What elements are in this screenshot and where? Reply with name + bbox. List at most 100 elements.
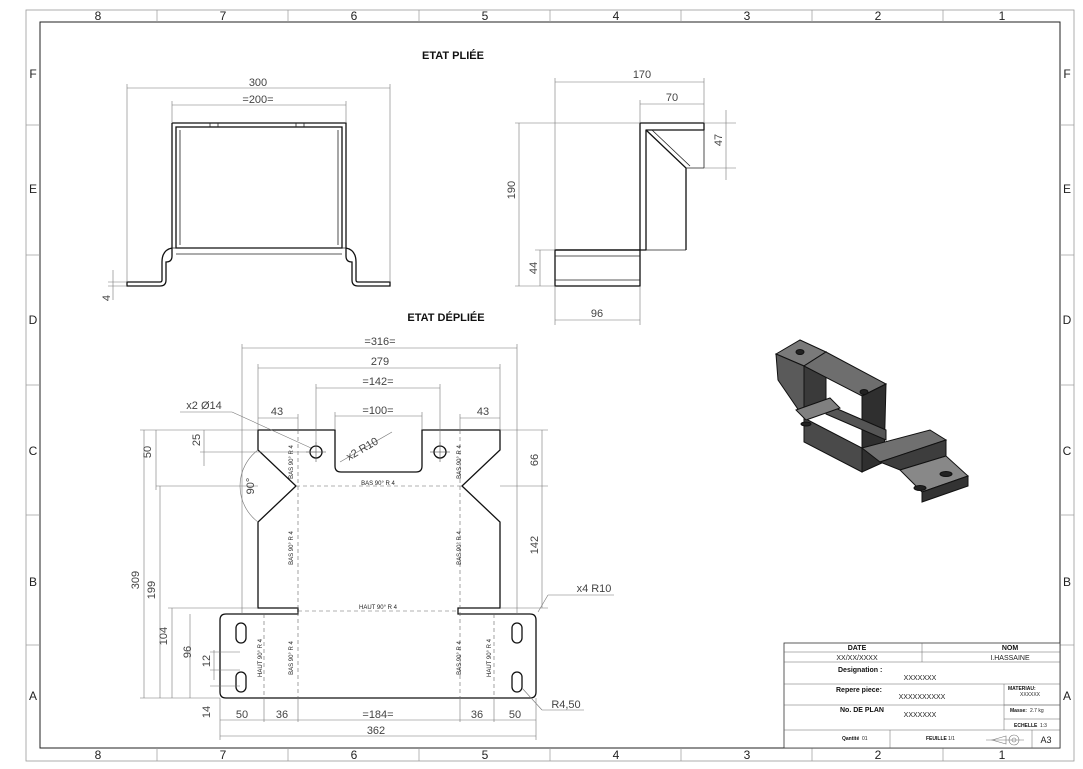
tb-feuille-label: FEUILLE <box>926 736 947 742</box>
dim-199: 199 <box>146 581 158 599</box>
dim-300: 300 <box>249 77 267 89</box>
zone-labels: 8 7 6 5 4 3 2 1 8 7 6 5 4 3 2 1 F E D C … <box>29 9 1072 762</box>
dim-90deg: 90° <box>245 478 257 495</box>
dim-362: 362 <box>367 725 385 737</box>
col-label: 5 <box>482 9 489 23</box>
dim-100: =100= <box>362 405 393 417</box>
tb-designation-label: Designation : <box>838 667 882 674</box>
row-label: E <box>29 182 37 196</box>
callout-r450: R4,50 <box>551 699 580 711</box>
dim-50-v: 50 <box>142 446 154 458</box>
bend-label-bas-4: BAS 90° R 4 <box>457 640 463 674</box>
col-label: 5 <box>482 748 489 762</box>
dim-70: 70 <box>666 92 678 104</box>
row-label: F <box>1063 67 1070 81</box>
callout-corner-radius: x4 R10 <box>577 583 612 595</box>
tb-echelle-value: 1:3 <box>1040 723 1047 729</box>
bend-label-bas-right: BAS 90° R 4 <box>457 444 463 478</box>
tb-echelle-label: ECHELLE <box>1014 723 1038 729</box>
row-label: C <box>1063 444 1072 458</box>
bend-label-bas: BAS 90° R 4 <box>361 481 395 487</box>
col-label: 2 <box>875 9 882 23</box>
projection-symbol-icon <box>986 734 1024 746</box>
slot <box>511 622 523 644</box>
col-label: 6 <box>351 9 358 23</box>
tb-masse-value: 2.7 kg <box>1030 708 1044 714</box>
front-view: 300 =200= 4 <box>101 77 391 301</box>
dim-96-flat: 96 <box>182 646 194 658</box>
inner-frame <box>39 21 1061 749</box>
row-label: B <box>1063 575 1071 589</box>
dim-b184: =184= <box>362 709 393 721</box>
side-view: 170 70 47 190 44 96 <box>506 69 736 325</box>
callout-holes: x2 Ø14 <box>186 400 221 412</box>
flat-outline <box>219 429 537 699</box>
dim-4: 4 <box>101 295 113 301</box>
bend-label-bas-3: BAS 90° R 4 <box>289 640 295 674</box>
tb-nom-label: NOM <box>1002 645 1019 652</box>
callout-slot-radius: x2 R10 <box>344 435 380 463</box>
dim-b50-right: 50 <box>509 709 521 721</box>
tb-date-label: DATE <box>848 645 867 652</box>
dim-316: =316= <box>364 336 395 348</box>
tb-materiau-label: MATERIAU: <box>1008 686 1036 692</box>
dim-170: 170 <box>633 69 651 81</box>
tb-date-value: XX/XX/XXXX <box>836 655 878 662</box>
tb-plan-value: XXXXXXX <box>904 712 937 719</box>
title-block: DATE XX/XX/XXXX NOM I.HASSAINE Designati… <box>783 642 1061 749</box>
dim-25: 25 <box>191 434 203 446</box>
dim-66: 66 <box>529 454 541 466</box>
dim-43-left: 43 <box>271 406 283 418</box>
dim-14: 14 <box>201 706 213 718</box>
col-label: 2 <box>875 748 882 762</box>
dim-142-holes: =142= <box>362 376 393 388</box>
tb-quantite-value: 01 <box>862 736 868 742</box>
dim-190: 190 <box>506 181 518 199</box>
bend-label-haut-1: HAUT 90° R 4 <box>258 638 264 677</box>
folded-view-title: ETAT PLIÉE <box>422 49 484 62</box>
dim-104: 104 <box>158 627 170 645</box>
dim-b36-right: 36 <box>471 709 483 721</box>
slot <box>235 671 247 693</box>
tb-designation-value: XXXXXXX <box>904 675 937 682</box>
tb-masse-label: Masse: <box>1010 708 1027 714</box>
dim-96: 96 <box>591 308 603 320</box>
dim-43-right: 43 <box>477 406 489 418</box>
bend-label-bas-right-2: BAS 90° R 4 <box>457 530 463 564</box>
row-label: C <box>29 444 38 458</box>
tb-plan-label: No. DE PLAN <box>840 707 884 714</box>
row-label: D <box>29 313 38 327</box>
isometric-view <box>774 339 969 503</box>
col-label: 7 <box>220 748 227 762</box>
unfolded-view-title: ETAT DÉPLIÉE <box>407 311 484 324</box>
col-label: 4 <box>613 9 620 23</box>
slot <box>235 622 247 644</box>
tb-repere-value: XXXXXXXXXX <box>899 694 946 701</box>
row-label: A <box>1063 689 1071 703</box>
slot <box>511 671 523 693</box>
col-label: 8 <box>95 748 102 762</box>
row-label: D <box>1063 313 1072 327</box>
tb-quantite-label: Qantité <box>842 736 859 742</box>
dim-47: 47 <box>713 134 725 146</box>
dim-200: =200= <box>242 94 273 106</box>
tb-materiau-value: XXXXXX <box>1020 692 1041 698</box>
bend-label-haut: HAUT 90° R 4 <box>359 605 398 611</box>
col-label: 7 <box>220 9 227 23</box>
tb-repere-label: Repere piece: <box>836 687 882 694</box>
dim-b36-left: 36 <box>276 709 288 721</box>
dim-309: 309 <box>130 571 142 589</box>
col-label: 3 <box>744 9 751 23</box>
tb-format: A3 <box>1040 735 1051 745</box>
col-label: 8 <box>95 9 102 23</box>
dim-b50-left: 50 <box>236 709 248 721</box>
flat-pattern: BAS 90° R 4 HAUT 90° R 4 BAS 90° R 4 BAS… <box>130 336 614 740</box>
col-label: 4 <box>613 748 620 762</box>
tb-nom-value: I.HASSAINE <box>990 655 1030 662</box>
bend-label-bas-left: BAS 90° R 4 <box>289 444 295 478</box>
dim-279: 279 <box>371 356 389 368</box>
zone-ticks <box>26 10 1074 761</box>
dim-12: 12 <box>201 655 213 667</box>
col-label: 3 <box>744 748 751 762</box>
